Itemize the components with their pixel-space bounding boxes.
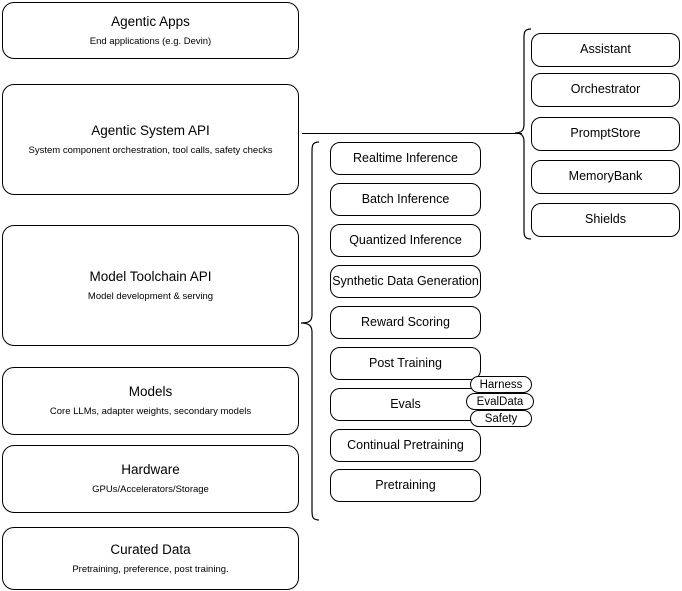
capability-label: Post Training	[369, 355, 442, 370]
badge-evaldata[interactable]: EvalData	[466, 393, 534, 410]
component-box-shields[interactable]: Shields	[531, 203, 680, 237]
layer-box-hardware[interactable]: Hardware GPUs/Accelerators/Storage	[2, 445, 299, 513]
capability-box-post-training[interactable]: Post Training	[330, 347, 481, 380]
capability-box-pretraining[interactable]: Pretraining	[330, 469, 481, 502]
component-box-promptstore[interactable]: PromptStore	[531, 117, 680, 151]
layer-box-agentic-apps[interactable]: Agentic Apps End applications (e.g. Devi…	[2, 2, 299, 59]
capability-label: Realtime Inference	[353, 150, 458, 165]
capability-label: Synthetic Data Generation	[332, 273, 479, 288]
capability-box-continual-pretraining[interactable]: Continual Pretraining	[330, 429, 481, 462]
capability-label: Continual Pretraining	[347, 437, 464, 452]
capability-box-synthetic-data-generation[interactable]: Synthetic Data Generation	[330, 265, 481, 298]
component-label: Assistant	[580, 42, 631, 57]
layer-subtitle: End applications (e.g. Devin)	[89, 35, 212, 47]
brace-model-toolchain-capabilities	[300, 141, 320, 521]
layer-title: Hardware	[121, 462, 180, 478]
badge-safety[interactable]: Safety	[470, 410, 532, 427]
layer-title: Model Toolchain API	[89, 268, 212, 284]
capability-box-evals[interactable]: Evals	[330, 388, 481, 421]
component-label: PromptStore	[570, 126, 641, 141]
capability-box-realtime-inference[interactable]: Realtime Inference	[330, 142, 481, 175]
layer-title: Agentic System API	[91, 122, 210, 138]
layer-title: Curated Data	[110, 541, 191, 557]
layer-subtitle: Pretraining, preference, post training.	[72, 563, 229, 575]
connector-line-agentic-system-api	[302, 133, 522, 134]
component-box-assistant[interactable]: Assistant	[531, 33, 680, 67]
component-label: Shields	[585, 212, 626, 227]
component-box-orchestrator[interactable]: Orchestrator	[531, 73, 680, 107]
layer-box-agentic-system-api[interactable]: Agentic System API System component orch…	[2, 84, 299, 195]
layer-subtitle: System component orchestration, tool cal…	[28, 144, 273, 156]
capability-box-batch-inference[interactable]: Batch Inference	[330, 183, 481, 216]
capability-label: Pretraining	[375, 477, 436, 492]
capability-box-quantized-inference[interactable]: Quantized Inference	[330, 224, 481, 257]
layer-title: Agentic Apps	[111, 13, 190, 29]
layer-box-curated-data[interactable]: Curated Data Pretraining, preference, po…	[2, 527, 299, 590]
capability-label: Batch Inference	[361, 191, 450, 206]
badge-label: Harness	[479, 378, 523, 391]
brace-agentic-system-components	[514, 28, 532, 240]
layer-box-model-toolchain-api[interactable]: Model Toolchain API Model development & …	[2, 225, 299, 346]
component-label: MemoryBank	[568, 169, 643, 184]
badge-label: EvalData	[476, 395, 524, 408]
layer-title: Models	[128, 384, 173, 400]
capability-box-reward-scoring[interactable]: Reward Scoring	[330, 306, 481, 339]
capability-label: Reward Scoring	[361, 314, 450, 329]
component-box-memorybank[interactable]: MemoryBank	[531, 160, 680, 194]
layer-subtitle: Core LLMs, adapter weights, secondary mo…	[49, 406, 252, 417]
component-label: Orchestrator	[570, 82, 641, 97]
badge-label: Safety	[484, 412, 518, 425]
badge-harness[interactable]: Harness	[470, 376, 532, 393]
layer-subtitle: Model development & serving	[87, 290, 214, 302]
capability-label: Evals	[390, 396, 421, 411]
capability-label: Quantized Inference	[349, 232, 462, 247]
layer-box-models[interactable]: Models Core LLMs, adapter weights, secon…	[2, 367, 299, 435]
layer-subtitle: GPUs/Accelerators/Storage	[92, 484, 209, 495]
